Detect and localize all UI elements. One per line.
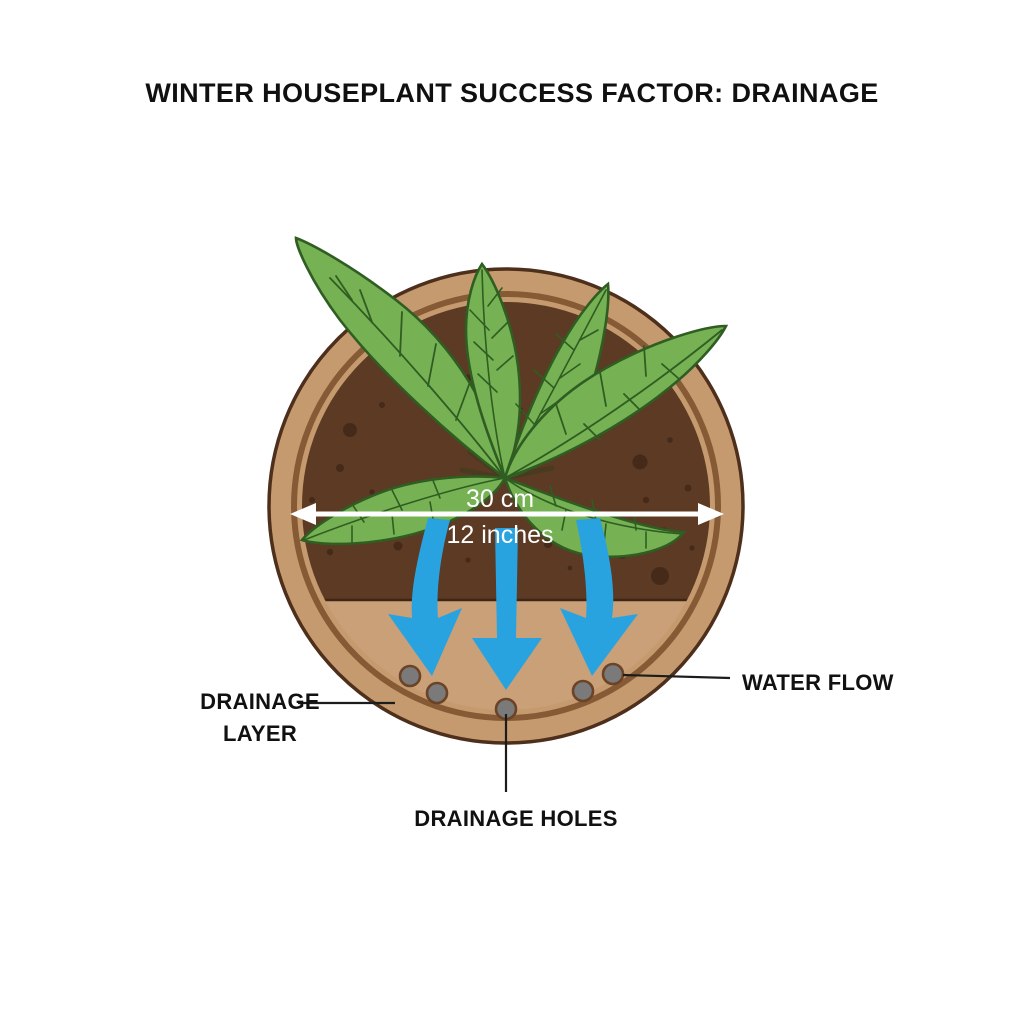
water-flow-arrows xyxy=(388,518,638,690)
dimension-arrowhead-right xyxy=(698,503,724,525)
leaf-lower-right xyxy=(502,475,687,559)
drainage-hole xyxy=(425,681,449,705)
leaf-upper-left xyxy=(294,236,507,481)
page-title: WINTER HOUSEPLANT SUCCESS FACTOR: DRAINA… xyxy=(145,78,879,108)
water-arrow-left xyxy=(388,518,462,676)
dimension-label-imperial: 12 inches xyxy=(446,521,554,549)
water-arrow-center xyxy=(472,528,542,690)
leaf-upper-center xyxy=(464,261,522,482)
leader-water-flow xyxy=(622,673,731,680)
drainage-holes xyxy=(398,662,625,721)
callout-drainage-holes: DRAINAGE HOLES xyxy=(414,806,618,831)
drainage-hole xyxy=(398,664,422,688)
plant xyxy=(294,236,729,559)
drainage-hole xyxy=(601,662,625,686)
callout-drainage-layer: DRAINAGE LAYER xyxy=(200,689,320,746)
drainage-hole xyxy=(571,679,595,703)
callout-water-flow: WATER FLOW xyxy=(742,670,894,695)
leaf-upper-right xyxy=(503,324,729,481)
leader-lines xyxy=(298,673,731,792)
dimension-label-metric: 30 cm xyxy=(465,485,535,513)
dimension-arrow xyxy=(290,503,724,525)
dimension-arrowhead-left xyxy=(290,503,316,525)
water-arrow-right xyxy=(560,518,638,676)
